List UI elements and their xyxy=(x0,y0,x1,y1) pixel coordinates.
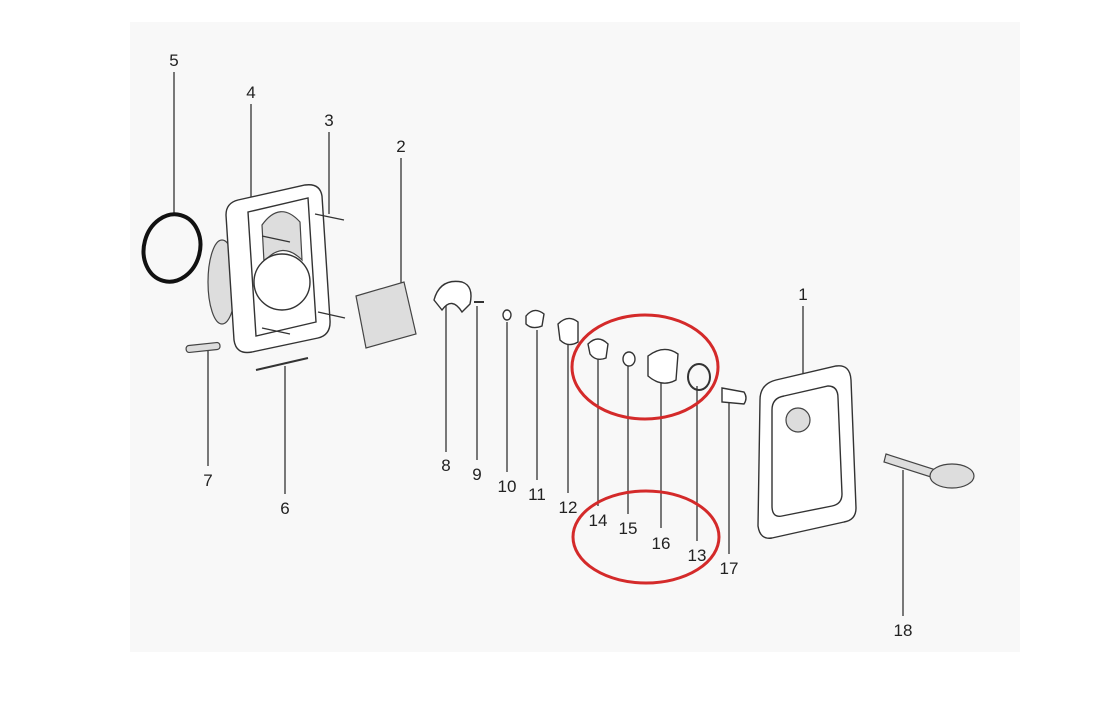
part-8-bracket xyxy=(433,280,472,314)
part-2-flap xyxy=(355,281,417,349)
label-2: 2 xyxy=(396,137,405,156)
label-4: 4 xyxy=(246,83,255,102)
part-5-o-ring xyxy=(141,212,203,284)
part-1-cover xyxy=(757,365,857,539)
part-7-clip xyxy=(185,341,221,354)
part-15-ring xyxy=(622,351,636,367)
part-11-cam xyxy=(525,309,545,329)
label-17: 17 xyxy=(720,559,739,578)
part-10-washer xyxy=(502,309,512,321)
label-13: 13 xyxy=(688,546,707,565)
part-labels: 5 4 3 2 1 7 6 8 9 10 11 12 14 15 16 13 1… xyxy=(169,51,912,640)
label-8: 8 xyxy=(441,456,450,475)
highlight-labels-circle xyxy=(571,489,721,585)
label-14: 14 xyxy=(589,511,608,530)
part-16-bezel xyxy=(647,348,679,384)
part-13-gasket xyxy=(687,363,711,391)
label-3: 3 xyxy=(324,111,333,130)
label-11: 11 xyxy=(528,485,546,504)
part-4-housing xyxy=(207,184,346,354)
part-18-key xyxy=(883,453,975,489)
label-6: 6 xyxy=(280,499,289,518)
label-18: 18 xyxy=(894,621,913,640)
part-14-cylinder xyxy=(587,338,609,361)
label-15: 15 xyxy=(619,519,638,538)
label-9: 9 xyxy=(472,465,481,484)
leader-lines xyxy=(173,72,904,616)
highlight-parts-circle xyxy=(570,313,720,421)
label-5: 5 xyxy=(169,51,178,70)
label-12: 12 xyxy=(559,498,578,517)
label-16: 16 xyxy=(652,534,671,553)
part-12-sleeve xyxy=(557,317,579,346)
label-10: 10 xyxy=(498,477,517,496)
part-6-pin xyxy=(255,357,309,371)
label-1: 1 xyxy=(798,285,807,304)
label-7: 7 xyxy=(203,471,212,490)
part-17-key-insert xyxy=(721,387,747,405)
